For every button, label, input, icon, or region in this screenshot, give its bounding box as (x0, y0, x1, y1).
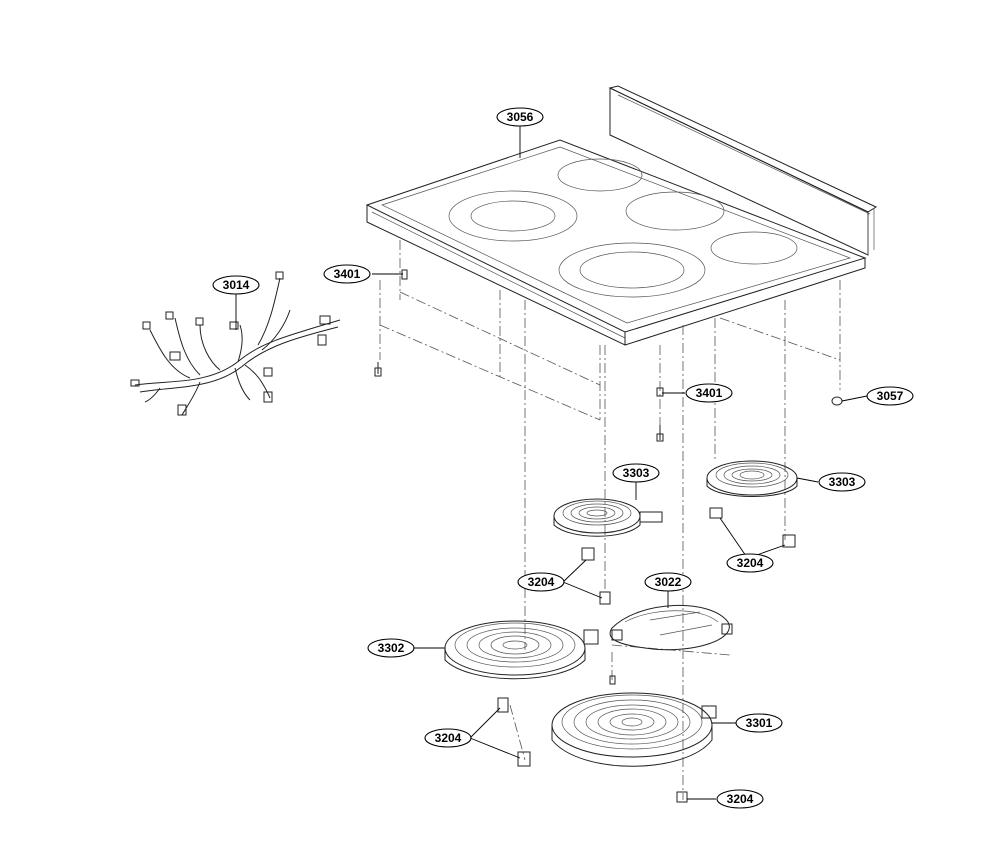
callout-3303-right: 3303 (818, 472, 866, 492)
callout-3401-upper: 3401 (323, 264, 371, 284)
callout-3302: 3302 (367, 638, 415, 658)
cooking-zone-left-front (448, 190, 578, 242)
callout-3303-left: 3303 (612, 463, 660, 483)
screw-center (656, 425, 664, 442)
callout-label: 3204 (528, 575, 555, 589)
leader-lines (235, 126, 868, 800)
callout-label: 3401 (334, 267, 361, 281)
cooking-zone-center-front (558, 242, 706, 298)
radiant-element-3301 (551, 692, 717, 767)
screw-3401-upper (401, 269, 408, 280)
callout-3014: 3014 (212, 275, 260, 295)
bracket-3204-mid (581, 547, 611, 605)
mounting-plate-3022 (609, 605, 733, 651)
callout-3022: 3022 (644, 572, 692, 592)
callout-3204-lower-left: 3204 (424, 728, 472, 748)
callout-label: 3401 (696, 386, 723, 400)
callout-label: 3301 (746, 716, 773, 730)
bracket-3204-bottom (676, 791, 688, 803)
callout-label: 3204 (435, 731, 462, 745)
callout-label: 3303 (829, 475, 856, 489)
callout-3204-bottom: 3204 (716, 789, 764, 809)
bracket-3204-lower-left (497, 697, 531, 767)
callout-3204-mid: 3204 (517, 572, 565, 592)
callout-label: 3057 (877, 389, 904, 403)
radiant-element-3303-right (706, 460, 798, 519)
bracket-3204-right (782, 534, 796, 548)
cooktop-glass-top (365, 85, 878, 346)
cooking-zone-right-front (710, 231, 798, 265)
callout-label: 3204 (737, 556, 764, 570)
part-3057 (831, 396, 843, 406)
callout-label: 3303 (623, 466, 650, 480)
wire-harness (130, 271, 341, 416)
callout-label: 3056 (507, 110, 534, 124)
radiant-element-3303-left (553, 498, 663, 537)
screw-3401-lower (656, 387, 664, 397)
callout-label: 3022 (655, 575, 682, 589)
callout-3301: 3301 (735, 713, 783, 733)
callout-3057: 3057 (866, 386, 914, 406)
callout-3204-right: 3204 (726, 553, 774, 573)
callout-label: 3014 (223, 278, 250, 292)
screw-3022 (609, 675, 616, 685)
cooking-zone-right-rear (625, 191, 725, 231)
callout-label: 3302 (378, 641, 405, 655)
callout-3056: 3056 (496, 107, 544, 127)
callout-3401-lower: 3401 (685, 383, 733, 403)
radiant-element-3302 (444, 620, 599, 680)
cooking-zone-rear-center (557, 158, 643, 192)
callout-label: 3204 (727, 792, 754, 806)
screw-left (374, 362, 382, 377)
